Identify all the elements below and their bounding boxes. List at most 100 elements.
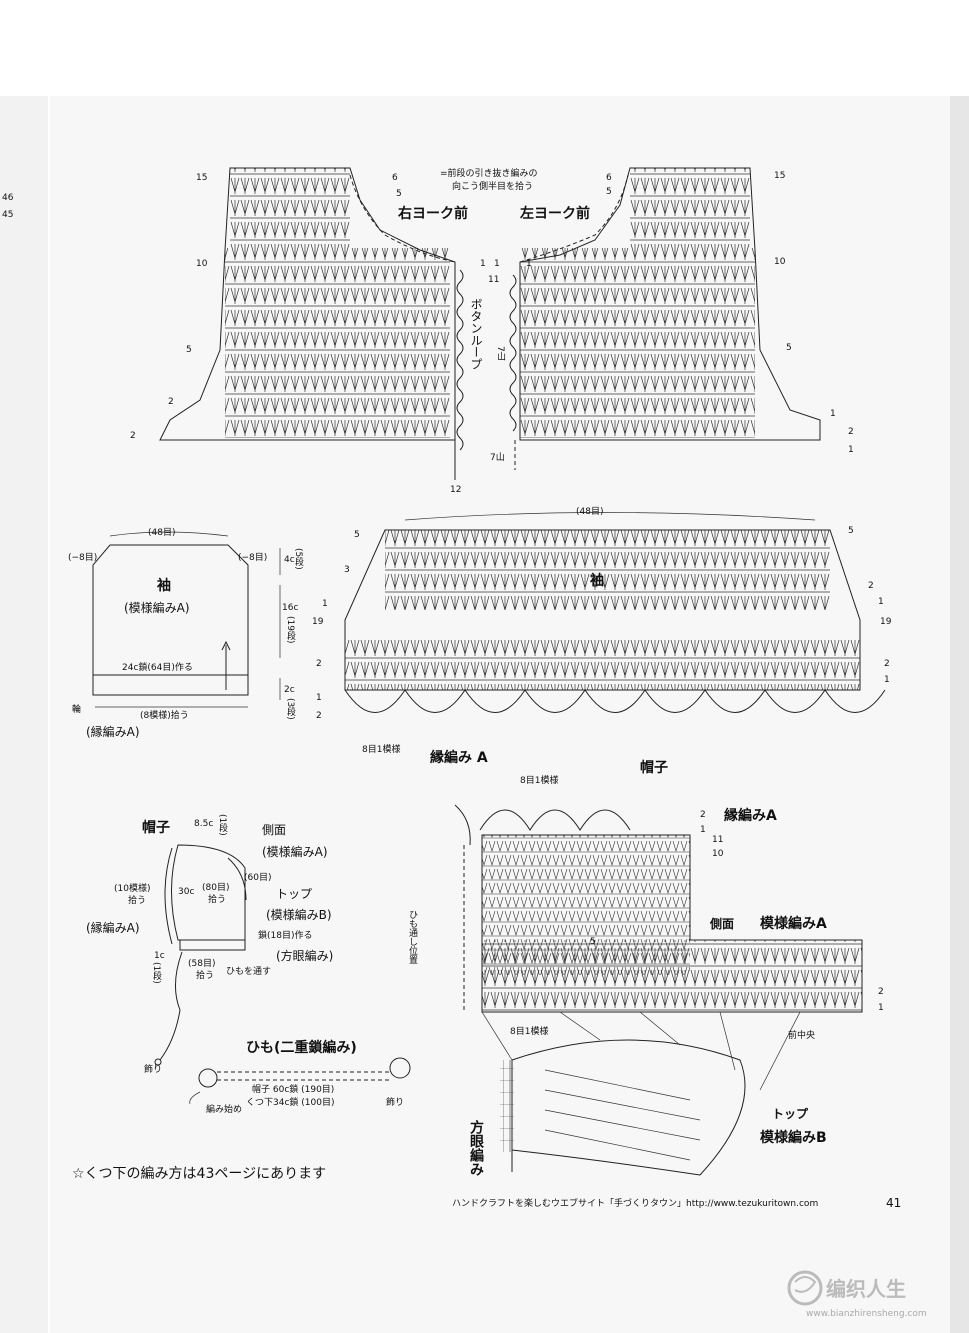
right-yoke-label: 右ヨーク前 — [397, 205, 468, 222]
string-title: ひも(二重鎖編み) — [246, 1039, 357, 1056]
sleeve-chart: (48目) 袖 8目1模様 縁編み A 5 3 1 19 2 1 2 5 2 1… — [312, 506, 892, 766]
hat-border: (縁編みA) — [86, 920, 140, 935]
hat-border-label: 縁編みA — [724, 807, 777, 824]
loop-count: 7山 — [495, 346, 506, 361]
sleeve-top-count: (48目) — [148, 527, 175, 538]
row-label: 1 — [322, 599, 328, 609]
hat-pickup: 拾う — [196, 969, 214, 981]
row-label: 19 — [312, 617, 324, 627]
row-label: 1 — [494, 259, 500, 269]
hat-pickup: (58目) — [188, 958, 215, 969]
page-number: 41 — [886, 1196, 901, 1210]
hat-mesh: (方眼編み) — [276, 948, 333, 963]
row-label: 15 — [196, 173, 207, 183]
hat-schematic: 帽子 側面 (模様編みA) トップ (模様編みB) (方眼編み) (縁編みA) … — [86, 814, 333, 1075]
mesh-label: 方眼編み — [468, 1119, 484, 1176]
hat-top-label: トップ — [772, 1106, 809, 1121]
row-label: 6 — [606, 173, 612, 183]
hat-dim-rows: (1段) — [151, 962, 162, 984]
sleeve-dim-rows: (3段) — [285, 698, 296, 720]
thread-position-label: ひも通し位置 — [407, 910, 418, 964]
string-end: 飾り — [386, 1096, 404, 1108]
sleeve-pickup: (8模様)拾う — [140, 709, 189, 721]
row-label: 11 — [488, 275, 499, 285]
hat-dim: (60目) — [244, 872, 271, 883]
repeat-label: 8目1模様 — [520, 774, 558, 786]
sleeve-border: (縁編みA) — [86, 724, 140, 739]
row-label: 1 — [878, 1003, 884, 1013]
string-diagram: ひも(二重鎖編み) 帽子 60c鎖 (190目) くつ下34c鎖 (100目) … — [189, 1039, 411, 1115]
row-label: 1 — [830, 409, 836, 419]
hat-dim-rows: (1段) — [217, 814, 228, 836]
row-label: 2 — [316, 659, 322, 669]
row-label: 1 — [480, 259, 486, 269]
row-label: 5 — [848, 526, 854, 536]
row-label: 15 — [774, 171, 785, 181]
hat-dim: 1c — [154, 951, 165, 961]
watermark-text: 编织人生 — [826, 1277, 906, 1301]
hat-chart: 8目1模様 帽子 縁編みA 側面 模様編みA ひも通し位置 前中央 トップ 模様… — [407, 759, 884, 1176]
sleeve-dim-rows: (19段) — [285, 616, 296, 643]
left-yoke-label: 左ヨーク前 — [519, 205, 590, 222]
sleeve-pattern: (模様編みA) — [124, 600, 190, 615]
footnote: ☆くつ下の編み方は43ページにあります — [72, 1166, 326, 1182]
hat-pickup: (80目) — [202, 882, 229, 893]
row-label: 2 — [168, 397, 174, 407]
sleeve-chart-title: 袖 — [590, 572, 604, 589]
row-label: 5 — [606, 187, 612, 197]
hat-dim: 30c — [178, 887, 194, 897]
margin-number: 45 — [2, 210, 13, 220]
button-loop-label: ボタンループ — [469, 298, 483, 370]
row-label: 1 — [884, 675, 890, 685]
row-label: 12 — [450, 485, 461, 495]
row-label: 5 — [786, 343, 792, 353]
row-label: 5 — [354, 530, 360, 540]
repeat-label: 8目1模様 — [510, 1025, 548, 1037]
row-label: 2 — [868, 581, 874, 591]
row-label: 3 — [344, 565, 350, 575]
hat-top-pattern: (模様編みB) — [266, 907, 332, 922]
sleeve-dim-rows: (5段) — [293, 548, 304, 570]
hat-pickup: 拾う — [208, 893, 226, 905]
row-label: 1 — [700, 825, 706, 835]
row-label: 1 — [878, 597, 884, 607]
row-label: 10 — [196, 259, 208, 269]
row-label: 10 — [774, 257, 786, 267]
hat-pickup: 拾う — [128, 894, 146, 906]
margin-number: 46 — [2, 193, 14, 203]
sleeve-name: 袖 — [157, 577, 171, 594]
row-label: 2 — [130, 431, 136, 441]
row-label: 2 — [316, 711, 322, 721]
border-label: 縁編み A — [430, 749, 488, 766]
row-label: 5 — [590, 937, 596, 947]
hat-thread: ひもを通す — [226, 966, 271, 977]
sleeve-edge-label: 輪 — [72, 703, 81, 715]
sleeve-dim: 4c — [284, 555, 295, 565]
sleeve-dec-right: (−8目) — [238, 552, 267, 563]
row-label: 1 — [316, 693, 322, 703]
sleeve-top-count: (48目) — [576, 506, 603, 517]
row-label: 2 — [848, 427, 854, 437]
row-label: 2 — [884, 659, 890, 669]
row-label: 5 — [186, 345, 192, 355]
binding-shadow — [950, 96, 969, 1333]
watermark-logo: 编织人生 www.bianzhirensheng.com — [787, 1270, 927, 1319]
hat-chart-title: 帽子 — [640, 759, 668, 776]
row-label: 5 — [396, 189, 402, 199]
hat-side-pattern: (模様編みA) — [262, 844, 328, 859]
hat-dim: 8.5c — [194, 819, 213, 829]
string-start: 編み始め — [206, 1103, 242, 1115]
row-label: 2 — [878, 987, 884, 997]
front-center-label: 前中央 — [788, 1029, 815, 1041]
yoke-note: =前段の引き抜き編みの — [440, 167, 538, 179]
row-label: 19 — [880, 617, 892, 627]
sleeve-schematic: (48目) (−8目) (−8目) 袖 (模様編みA) 24c鎖(64目)作る … — [68, 527, 304, 739]
string-sock-length: くつ下34c鎖 (100目) — [246, 1096, 334, 1108]
watermark-url: www.bianzhirensheng.com — [806, 1309, 927, 1319]
hat-pickup: (10模様) — [114, 882, 150, 894]
hat-side: 側面 — [262, 823, 286, 837]
yoke-chart: 15 10 5 2 2 15 10 5 1 2 1 6 5 1 11 1 1 6… — [130, 167, 854, 495]
hat-top-pattern: 模様編みB — [760, 1129, 827, 1146]
